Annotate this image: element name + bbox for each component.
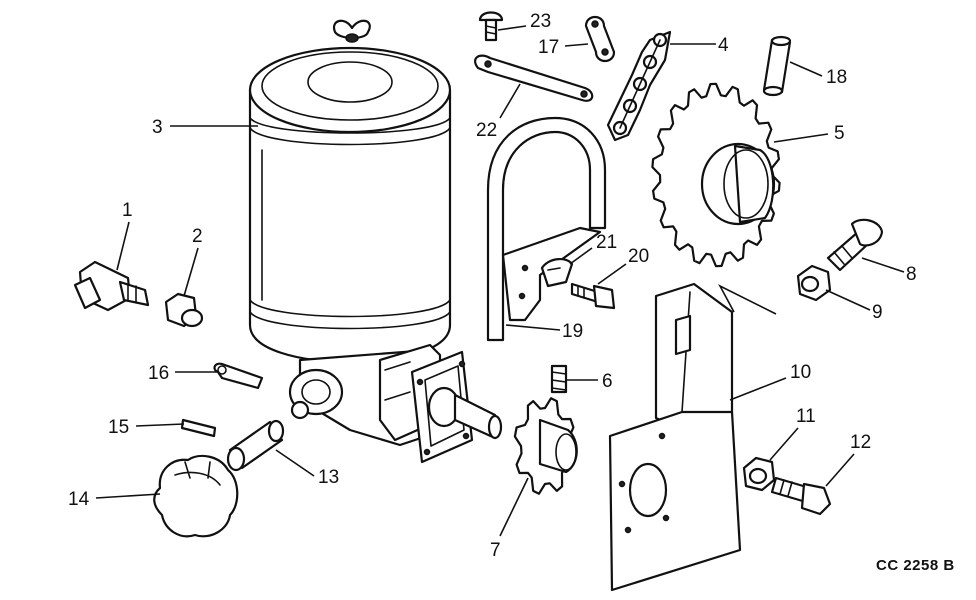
callout-3: 3 <box>152 117 163 138</box>
leader-lines <box>95 25 905 537</box>
part-17-connecting-link <box>584 15 616 63</box>
callout-14: 14 <box>68 489 90 510</box>
part-12-bolt <box>770 476 832 516</box>
callout-2: 2 <box>192 226 203 247</box>
part-9-nut <box>796 264 832 302</box>
callout-20: 20 <box>628 246 649 267</box>
callout-12: 12 <box>850 432 871 453</box>
callout-19: 19 <box>562 321 583 342</box>
part-13-sleeve <box>226 419 285 472</box>
callout-7: 7 <box>490 540 501 561</box>
pump-flange <box>410 350 474 464</box>
callout-22: 22 <box>476 120 497 141</box>
part-15-dowel <box>180 418 217 438</box>
drawing-code: CC 2258 B <box>876 557 955 574</box>
part-3-reservoir <box>248 46 452 364</box>
part-19-bracket <box>486 116 607 342</box>
part-14-knob <box>153 454 239 538</box>
part-6-setscrew <box>550 364 568 394</box>
part-23-screw <box>478 11 504 42</box>
callout-13: 13 <box>318 467 339 488</box>
part-1-elbow-fitting <box>73 260 150 312</box>
callout-15: 15 <box>108 417 129 438</box>
pump-shaft <box>453 393 503 440</box>
callout-labels: 1 2 3 4 5 6 7 8 9 10 11 12 13 14 15 16 1… <box>68 11 917 561</box>
part-8-bolt <box>826 218 884 272</box>
callout-1: 1 <box>122 200 133 221</box>
callout-23: 23 <box>530 11 551 32</box>
callout-6: 6 <box>602 371 613 392</box>
part-11-nut <box>742 456 776 492</box>
callout-4: 4 <box>718 35 729 56</box>
wing-nut <box>332 19 371 43</box>
part-16-pin <box>213 362 264 390</box>
part-5-sprocket <box>651 82 781 268</box>
part-20-bolt <box>570 282 616 310</box>
callout-11: 11 <box>796 406 816 427</box>
callout-17: 17 <box>538 37 559 58</box>
part-2-nut <box>164 292 204 328</box>
part-21-clip <box>540 258 574 288</box>
callout-16: 16 <box>148 363 169 384</box>
callout-5: 5 <box>834 123 845 144</box>
part-7-small-sprocket <box>513 397 578 495</box>
part-18-pin <box>762 35 792 97</box>
callout-9: 9 <box>872 302 883 323</box>
part-22-strap <box>474 54 594 102</box>
callout-21: 21 <box>596 232 617 253</box>
callout-18: 18 <box>826 67 847 88</box>
callout-8: 8 <box>906 264 917 285</box>
callout-10: 10 <box>790 362 811 383</box>
part-10-mounting-plate <box>608 282 742 592</box>
part-4-roller-chain <box>606 30 672 142</box>
